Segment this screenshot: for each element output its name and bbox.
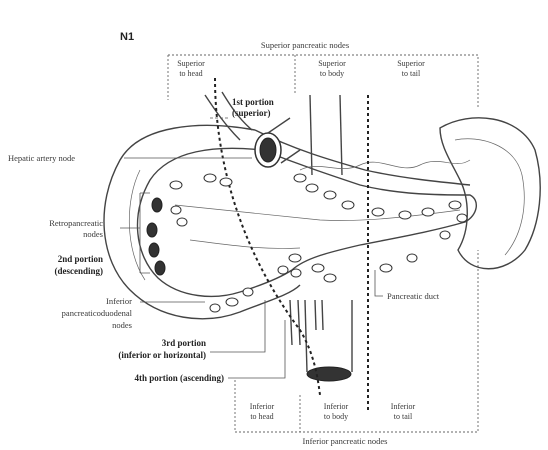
lymph-node [170, 181, 182, 189]
lymph-node [457, 214, 467, 222]
first-portion-label-1: 1st portion [232, 97, 274, 107]
splenic-vessel [300, 160, 470, 170]
inferior-to-tail-label-2: to tail [394, 412, 413, 421]
lymph-node [342, 201, 354, 209]
superior-to-tail-label-1: Superior [397, 59, 425, 68]
lymph-node [210, 304, 220, 312]
retropancreatic-nodes-label-2: nodes [83, 229, 103, 239]
lymph-node [204, 174, 216, 182]
pancreas [175, 130, 476, 270]
lymph-node [372, 208, 384, 216]
lymph-node [171, 206, 181, 214]
lymph-node [422, 208, 434, 216]
retropancreatic-node [149, 243, 159, 257]
inferior-to-body-label-2: to body [324, 412, 348, 421]
retropancreatic-node [147, 223, 157, 237]
lymph-node [449, 201, 461, 209]
lymph-node [324, 274, 336, 282]
lymph-node [399, 211, 411, 219]
retropancreatic-node [152, 198, 162, 212]
superior-to-body-label-1: Superior [318, 59, 346, 68]
retropancreatic-nodes [147, 198, 165, 275]
diagram-title: N1 [120, 31, 134, 43]
superior-to-head-label-1: Superior [177, 59, 205, 68]
lymph-node [177, 218, 187, 226]
pancreatic-duct-label: Pancreatic duct [387, 291, 440, 301]
lymph-node [289, 254, 301, 262]
lymph-node [226, 298, 238, 306]
inferior-to-body-label-1: Inferior [324, 402, 349, 411]
lymph-node [278, 266, 288, 274]
lymph-node [294, 174, 306, 182]
lymph-node [407, 254, 417, 262]
retropancreatic-nodes-label-1: Retropancreatic [49, 218, 103, 228]
third-portion-label-2: (inferior or horizontal) [118, 350, 206, 360]
first-portion-label-2: (superior) [232, 108, 271, 118]
lymph-node [291, 269, 301, 277]
superior-pancreatic-nodes-label: Superior pancreatic nodes [261, 40, 349, 50]
aorta [290, 95, 352, 381]
lymph-node [306, 184, 318, 192]
retropancreatic-node [155, 261, 165, 275]
inferior-pd-nodes-label-3: nodes [112, 320, 132, 330]
inferior-to-head-label-2: to head [250, 412, 273, 421]
lymph-node [312, 264, 324, 272]
second-portion-label-2: (descending) [54, 266, 103, 276]
second-portion-label-1: 2nd portion [58, 254, 103, 264]
lymph-node [243, 288, 253, 296]
lymph-node [324, 191, 336, 199]
spleen [440, 118, 540, 269]
superior-to-head-label-2: to head [179, 69, 202, 78]
fourth-portion-label: 4th portion (ascending) [134, 373, 224, 383]
inferior-to-head-label-1: Inferior [250, 402, 275, 411]
inferior-pd-nodes-label-2: pancreaticoduodenal [62, 308, 133, 318]
hepatic-artery-node-label: Hepatic artery node [8, 153, 75, 163]
head-body-divider [215, 78, 320, 395]
inferior-pancreatic-nodes-label: Inferior pancreatic nodes [303, 436, 388, 446]
inferior-pd-nodes-label-1: Inferior [106, 296, 132, 306]
superior-to-body-label-2: to body [320, 69, 344, 78]
third-portion-label-1: 3rd portion [162, 338, 206, 348]
lymph-node [440, 231, 450, 239]
inferior-to-tail-label-1: Inferior [391, 402, 416, 411]
superior-to-tail-label-2: to tail [402, 69, 421, 78]
lymph-node [380, 264, 392, 272]
lymph-node [220, 178, 232, 186]
